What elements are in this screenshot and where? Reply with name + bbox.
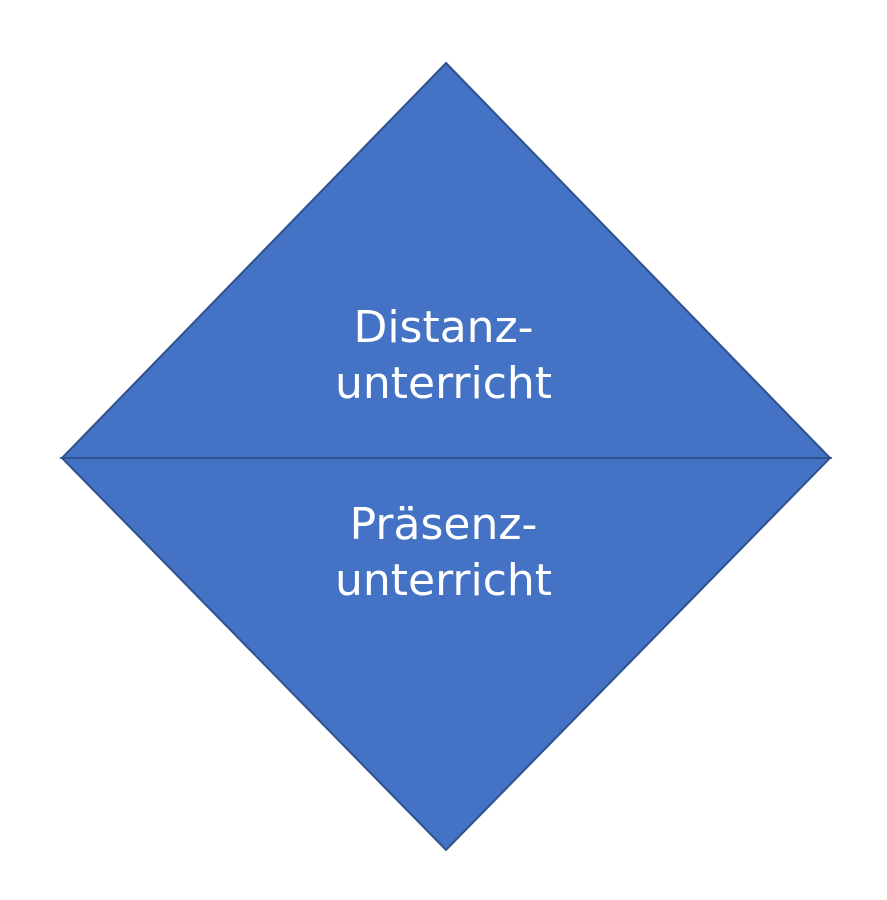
top-section-label: Distanz- unterricht [0,300,887,412]
bottom-label-line1: Präsenz- [349,499,538,550]
top-label-line2: unterricht [334,358,553,409]
top-label-line1: Distanz- [353,302,534,353]
bottom-label-line2: unterricht [334,555,553,606]
bottom-section-label: Präsenz- unterricht [0,497,887,609]
